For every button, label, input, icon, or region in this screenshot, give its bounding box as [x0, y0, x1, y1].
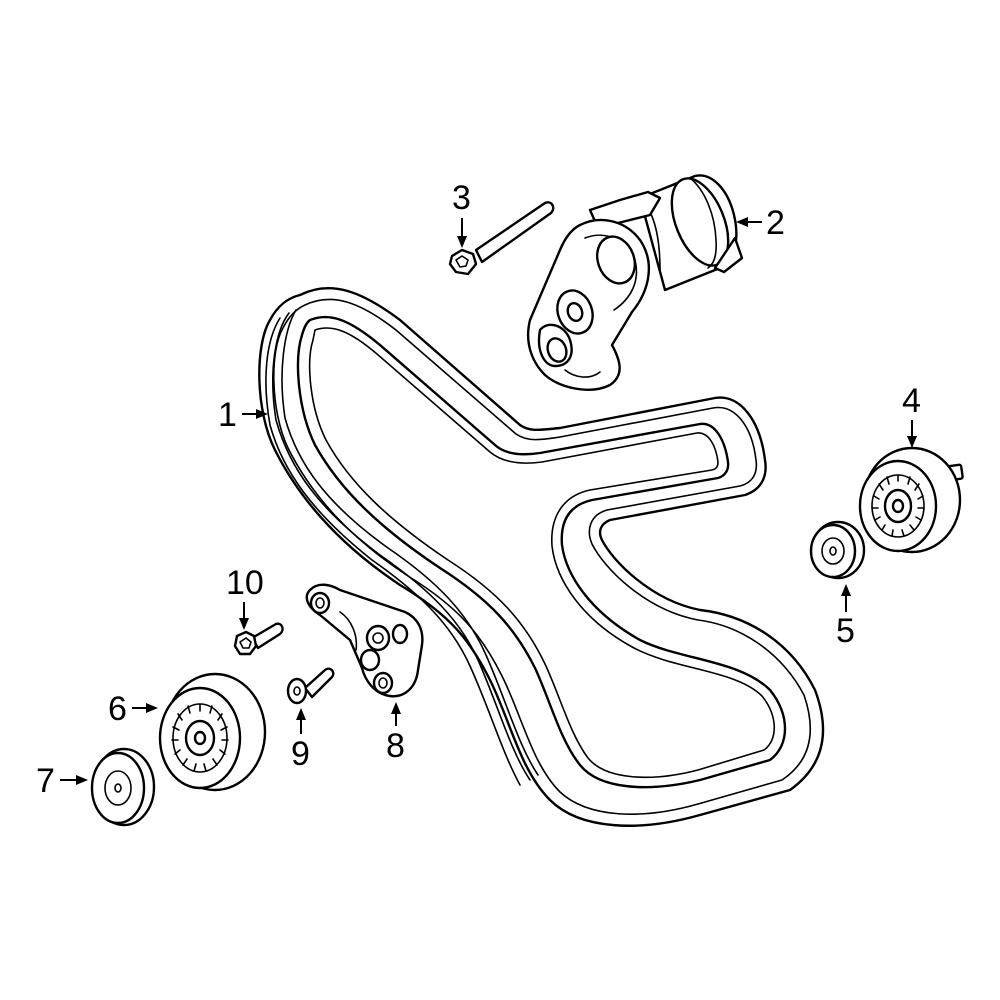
pulley-cover-upper	[809, 520, 866, 580]
bracket	[305, 583, 424, 698]
idler-pulley-upper	[858, 446, 964, 554]
bracket-bolt	[286, 667, 335, 705]
callout-3: 3	[452, 179, 471, 248]
tensioner	[526, 174, 744, 391]
callout-9: 9	[291, 708, 310, 773]
belt	[258, 287, 825, 827]
callout-label-6: 6	[108, 690, 127, 728]
callout-label-2: 2	[766, 204, 785, 242]
pulley-cover-lower	[90, 747, 156, 827]
callout-label-8: 8	[386, 727, 405, 765]
callout-label-10: 10	[226, 564, 264, 602]
callout-6: 6	[108, 690, 158, 728]
callout-label-7: 7	[36, 762, 55, 800]
callout-label-1: 1	[218, 396, 237, 434]
callout-2: 2	[736, 204, 785, 242]
callout-4: 4	[902, 382, 921, 448]
tensioner-bolt	[448, 201, 555, 276]
callout-label-5: 5	[836, 612, 855, 650]
callout-label-4: 4	[902, 382, 921, 420]
callout-8: 8	[386, 702, 405, 765]
callout-10: 10	[226, 564, 264, 630]
callout-label-3: 3	[452, 179, 471, 217]
callout-1: 1	[218, 396, 268, 434]
callout-label-9: 9	[291, 735, 310, 773]
idler-pulley-lower	[158, 672, 267, 792]
pulley-bolt	[233, 622, 284, 656]
callout-5: 5	[836, 584, 855, 650]
callout-7: 7	[36, 762, 88, 800]
